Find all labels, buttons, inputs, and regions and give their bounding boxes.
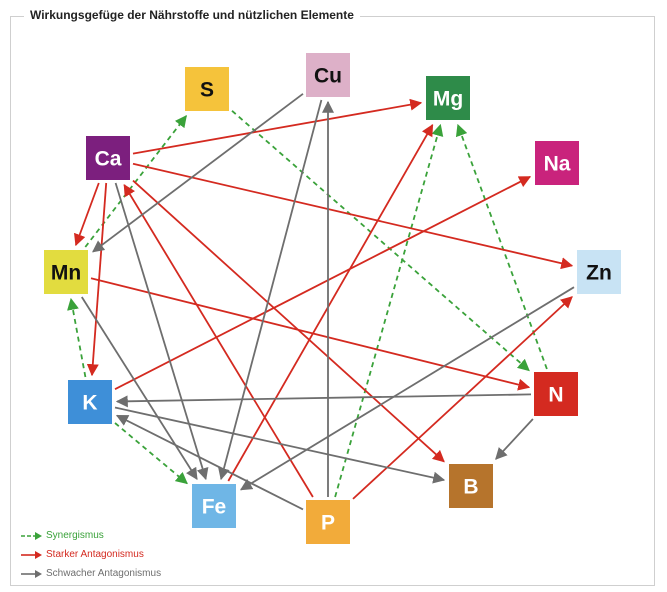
node-box-n [534, 372, 578, 416]
node-label-na: Na [544, 153, 571, 176]
node-box-ca [86, 136, 130, 180]
node-label-b: B [463, 476, 478, 499]
node-mg: Mg [426, 76, 470, 120]
legend-label-synergy: Synergismus [46, 530, 104, 541]
node-b: B [449, 464, 493, 508]
legend-swatch-weak [21, 569, 42, 578]
legend-label-weak: Schwacher Antagonismus [46, 568, 162, 579]
diagram-title: Wirkungsgefüge der Nährstoffe und nützli… [24, 8, 360, 22]
legend: Synergismus Starker Antagonismus Schwach… [20, 526, 161, 583]
node-box-b [449, 464, 493, 508]
edge-n-to-b [495, 418, 534, 460]
node-cu: Cu [306, 53, 350, 97]
edge-n-to-k [115, 393, 532, 408]
edge-mn-to-n [90, 277, 531, 391]
node-label-zn: Zn [586, 262, 612, 285]
node-na: Na [535, 141, 579, 185]
edge-k-to-b [114, 406, 446, 484]
edge-p-to-ca [123, 183, 314, 498]
node-label-n: N [548, 384, 563, 407]
node-label-cu: Cu [314, 65, 342, 88]
node-box-p [306, 500, 350, 544]
node-k: K [68, 380, 112, 424]
node-label-ca: Ca [95, 148, 122, 171]
node-n: N [534, 372, 578, 416]
edge-s-to-n [231, 110, 530, 372]
legend-item-weak: Schwacher Antagonismus [20, 564, 161, 583]
legend-swatch-strong [21, 550, 42, 559]
edge-p-to-zn [352, 296, 573, 500]
node-label-mn: Mn [51, 262, 81, 285]
node-s: S [185, 67, 229, 111]
edge-n-to-mg [455, 123, 548, 370]
edge-k-to-fe [114, 422, 188, 485]
node-zn: Zn [577, 250, 621, 294]
edge-zn-to-fe [239, 286, 575, 491]
edge-k-to-mn [67, 297, 87, 378]
node-box-mg [426, 76, 470, 120]
legend-item-synergy: Synergismus [20, 526, 161, 545]
node-box-cu [306, 53, 350, 97]
node-label-p: P [321, 512, 335, 535]
edge-mn-to-fe [81, 296, 198, 481]
edge-fe-to-mg [227, 123, 434, 482]
edge-ca-to-zn [132, 162, 574, 270]
node-box-fe [192, 484, 236, 528]
node-label-fe: Fe [202, 496, 227, 519]
node-fe: Fe [192, 484, 236, 528]
edge-ca-to-k [86, 182, 108, 377]
edge-mn-to-s [84, 115, 187, 248]
node-p: P [306, 500, 350, 544]
edge-ca-to-mn [74, 182, 100, 247]
edge-ca-to-b [132, 179, 445, 463]
node-box-na [535, 141, 579, 185]
legend-swatch-synergy [21, 531, 42, 540]
node-mn: Mn [44, 250, 88, 294]
edge-p-to-mg [334, 123, 444, 498]
legend-item-strong: Starker Antagonismus [20, 545, 161, 564]
node-box-s [185, 67, 229, 111]
edge-k-to-na [114, 175, 532, 391]
node-label-k: K [82, 392, 97, 415]
edge-cu-to-fe [218, 99, 323, 481]
node-label-mg: Mg [433, 88, 463, 111]
legend-label-strong: Starker Antagonismus [46, 549, 144, 560]
node-ca: Ca [86, 136, 130, 180]
edge-p-to-k [115, 414, 304, 511]
edge-ca-to-fe [114, 182, 209, 481]
node-box-k [68, 380, 112, 424]
node-label-s: S [200, 79, 214, 102]
node-box-mn [44, 250, 88, 294]
node-box-zn [577, 250, 621, 294]
edge-ca-to-mg [132, 98, 423, 155]
